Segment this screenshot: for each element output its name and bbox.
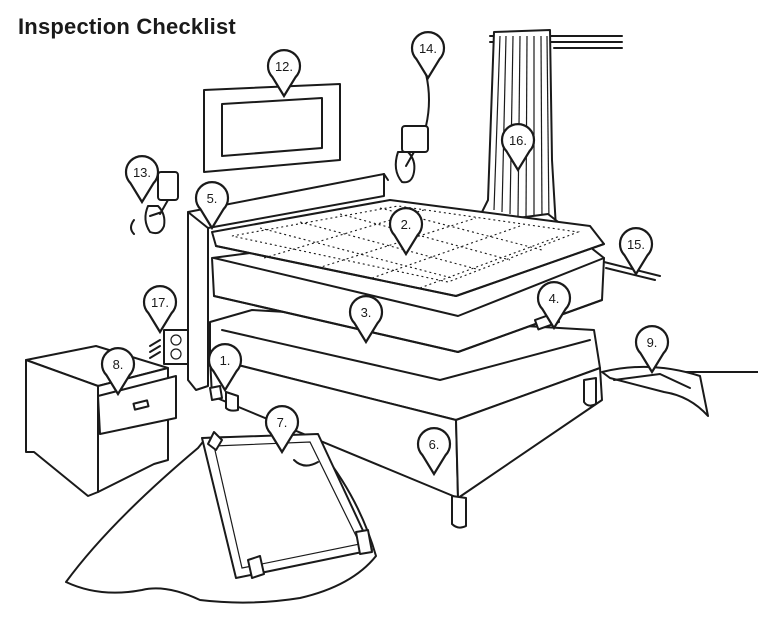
floor-rug <box>601 365 709 417</box>
marker-pin-7[interactable]: 7. <box>264 405 300 455</box>
overturned-mattress <box>65 431 377 604</box>
marker-label: 4. <box>549 291 560 306</box>
wall-outlet <box>149 329 189 365</box>
marker-pin-icon <box>266 49 302 99</box>
marker-pin-6[interactable]: 6. <box>416 427 452 477</box>
marker-layer: 1. 2. 3. 4. 5. 6. 7. 8. 9. 12. 13. 14. 15. 16. 17. <box>100 31 670 477</box>
marker-pin-icon <box>142 285 178 335</box>
marker-label: 15. <box>627 237 645 252</box>
marker-pin-icon <box>500 123 536 173</box>
marker-pin-4[interactable]: 4. <box>536 281 572 331</box>
marker-pin-icon <box>100 347 136 397</box>
marker-pin-icon <box>194 181 230 231</box>
marker-label: 6. <box>429 437 440 452</box>
headboard <box>187 173 389 391</box>
marker-label: 17. <box>151 295 169 310</box>
marker-pin-14[interactable]: 14. <box>410 31 446 81</box>
marker-pin-icon <box>536 281 572 331</box>
marker-pin-icon <box>207 343 243 393</box>
marker-label: 8. <box>113 357 124 372</box>
marker-label: 16. <box>509 133 527 148</box>
marker-pin-15[interactable]: 15. <box>618 227 654 277</box>
marker-pin-5[interactable]: 5. <box>194 181 230 231</box>
marker-pin-8[interactable]: 8. <box>100 347 136 397</box>
marker-pin-3[interactable]: 3. <box>348 295 384 345</box>
marker-label: 14. <box>419 41 437 56</box>
marker-pin-13[interactable]: 13. <box>124 155 160 205</box>
picture-frame <box>203 83 341 173</box>
marker-pin-12[interactable]: 12. <box>266 49 302 99</box>
marker-pin-9[interactable]: 9. <box>634 325 670 375</box>
marker-pin-icon <box>410 31 446 81</box>
nightstand <box>25 345 177 497</box>
bed-leg <box>209 385 223 401</box>
marker-label: 5. <box>207 191 218 206</box>
page-title: Inspection Checklist <box>18 14 236 39</box>
marker-pin-icon <box>264 405 300 455</box>
marker-label: 9. <box>647 335 658 350</box>
marker-label: 1. <box>220 353 231 368</box>
marker-pin-1[interactable]: 1. <box>207 343 243 393</box>
marker-label: 2. <box>401 217 412 232</box>
marker-pin-icon <box>416 427 452 477</box>
wall-sconce-right <box>394 73 430 184</box>
marker-pin-icon <box>388 207 424 257</box>
marker-pin-icon <box>618 227 654 277</box>
marker-pin-icon <box>634 325 670 375</box>
wall-sconce-left <box>130 171 179 235</box>
marker-label: 12. <box>275 59 293 74</box>
marker-pin-icon <box>348 295 384 345</box>
marker-label: 13. <box>133 165 151 180</box>
marker-label: 3. <box>361 305 372 320</box>
marker-pin-16[interactable]: 16. <box>500 123 536 173</box>
marker-label: 7. <box>277 415 288 430</box>
marker-pin-icon <box>124 155 160 205</box>
marker-pin-17[interactable]: 17. <box>142 285 178 335</box>
marker-pin-2[interactable]: 2. <box>388 207 424 257</box>
